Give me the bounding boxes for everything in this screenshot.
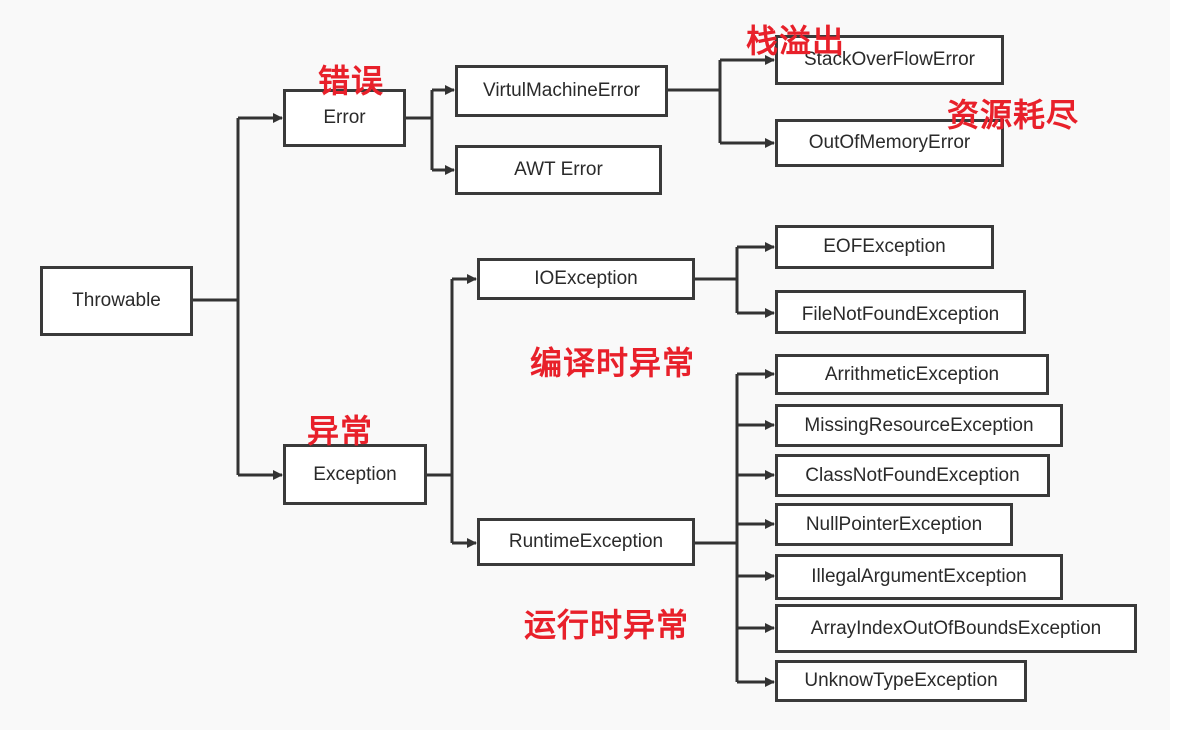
runtime-child-node: ArrayIndexOutOfBoundsException (775, 604, 1137, 653)
runtime-exception-node: RuntimeException (477, 518, 695, 566)
error-node: Error (283, 89, 406, 147)
annotation-runtime-exception: 运行时异常 (524, 606, 690, 644)
runtime-child-node: IllegalArgumentException (775, 554, 1063, 600)
annotation-error: 错误 (318, 62, 385, 100)
runtime-child-node: ClassNotFoundException (775, 454, 1050, 497)
file-not-found-exception-node: FileNotFoundException (775, 290, 1026, 334)
out-of-memory-error-node: OutOfMemoryError (775, 119, 1004, 167)
runtime-child-node: UnknowTypeException (775, 660, 1027, 702)
annotation-exception: 异常 (307, 412, 374, 450)
annotation-resource-exhausted: 资源耗尽 (947, 96, 1080, 134)
runtime-child-node: NullPointerException (775, 503, 1013, 546)
eof-exception-node: EOFException (775, 225, 994, 269)
runtime-child-node: MissingResourceException (775, 404, 1063, 447)
annotation-stack-overflow: 栈溢出 (746, 22, 846, 60)
annotation-checked-exception: 编译时异常 (530, 344, 696, 382)
exception-node: Exception (283, 444, 427, 505)
throwable-node: Throwable (40, 266, 193, 336)
io-exception-node: IOException (477, 258, 695, 300)
runtime-child-node: ArrithmeticException (775, 354, 1049, 395)
virtual-machine-error-node: VirtulMachineError (455, 65, 668, 117)
stack-overflow-error-node: StackOverFlowError (775, 35, 1004, 85)
awt-error-node: AWT Error (455, 145, 662, 195)
